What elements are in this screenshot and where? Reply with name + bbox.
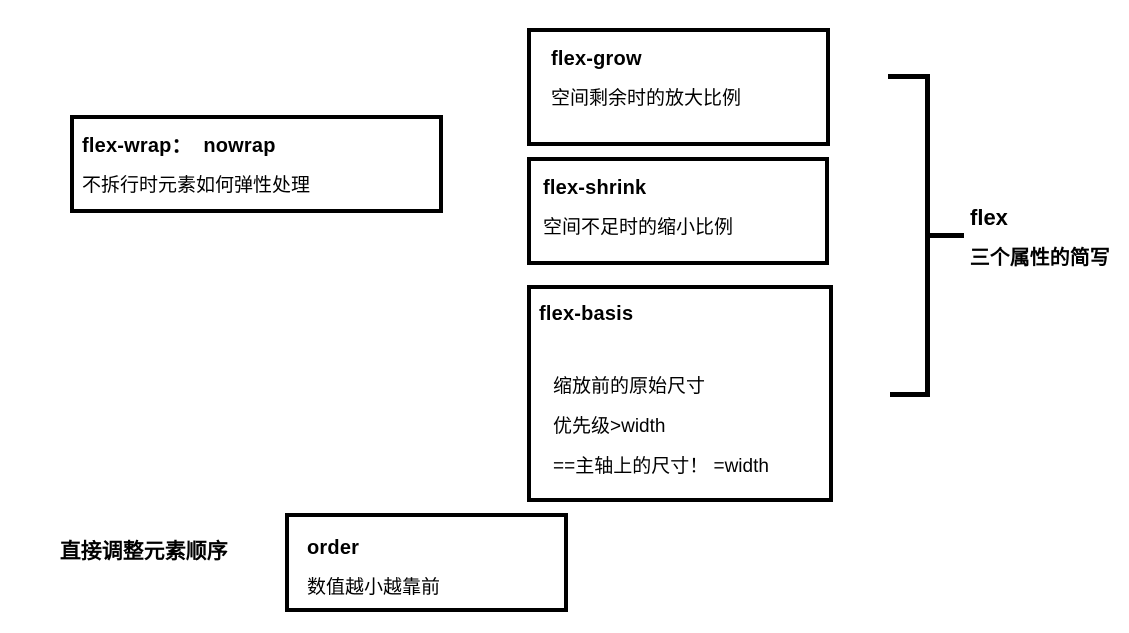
bracket-top-tick — [888, 74, 930, 79]
order-box: order 数值越小越靠前 — [285, 513, 568, 612]
flex-shorthand-subtitle: 三个属性的简写 — [970, 247, 1110, 269]
flex-shrink-title: flex-shrink — [543, 177, 647, 199]
flex-grow-box: flex-grow 空间剩余时的放大比例 — [527, 28, 830, 146]
flex-wrap-desc: 不拆行时元素如何弹性处理 — [82, 175, 311, 196]
flex-basis-notes: 缩放前的原始尺寸 优先级>width ==主轴上的尺寸！ =width — [539, 367, 821, 487]
flex-basis-box: flex-basis 缩放前的原始尺寸 优先级>width ==主轴上的尺寸！ … — [527, 285, 833, 502]
flex-basis-note-priority: 优先级>width — [553, 416, 666, 437]
flex-wrap-title: flex-wrap： nowrap — [82, 135, 276, 157]
flex-shrink-desc: 空间不足时的缩小比例 — [543, 217, 734, 238]
flex-grow-title: flex-grow — [551, 48, 642, 70]
flex-basis-title: flex-basis — [539, 303, 634, 325]
flex-shorthand-title: flex — [970, 205, 1008, 230]
flex-shrink-box: flex-shrink 空间不足时的缩小比例 — [527, 157, 829, 265]
flex-basis-note-main-axis: ==主轴上的尺寸！ =width — [553, 456, 769, 477]
flex-grow-desc: 空间剩余时的放大比例 — [551, 88, 742, 109]
bracket-bottom-tick — [890, 392, 930, 397]
bracket-middle-tick — [925, 233, 964, 238]
flex-basis-note-original-size: 缩放前的原始尺寸 — [553, 376, 706, 397]
order-desc: 数值越小越靠前 — [307, 577, 441, 598]
order-annotation: 直接调整元素顺序 — [60, 540, 228, 563]
order-title: order — [307, 537, 360, 559]
flex-shorthand-label: flex 三个属性的简写 — [970, 205, 1110, 271]
flex-wrap-box: flex-wrap： nowrap 不拆行时元素如何弹性处理 — [70, 115, 443, 213]
